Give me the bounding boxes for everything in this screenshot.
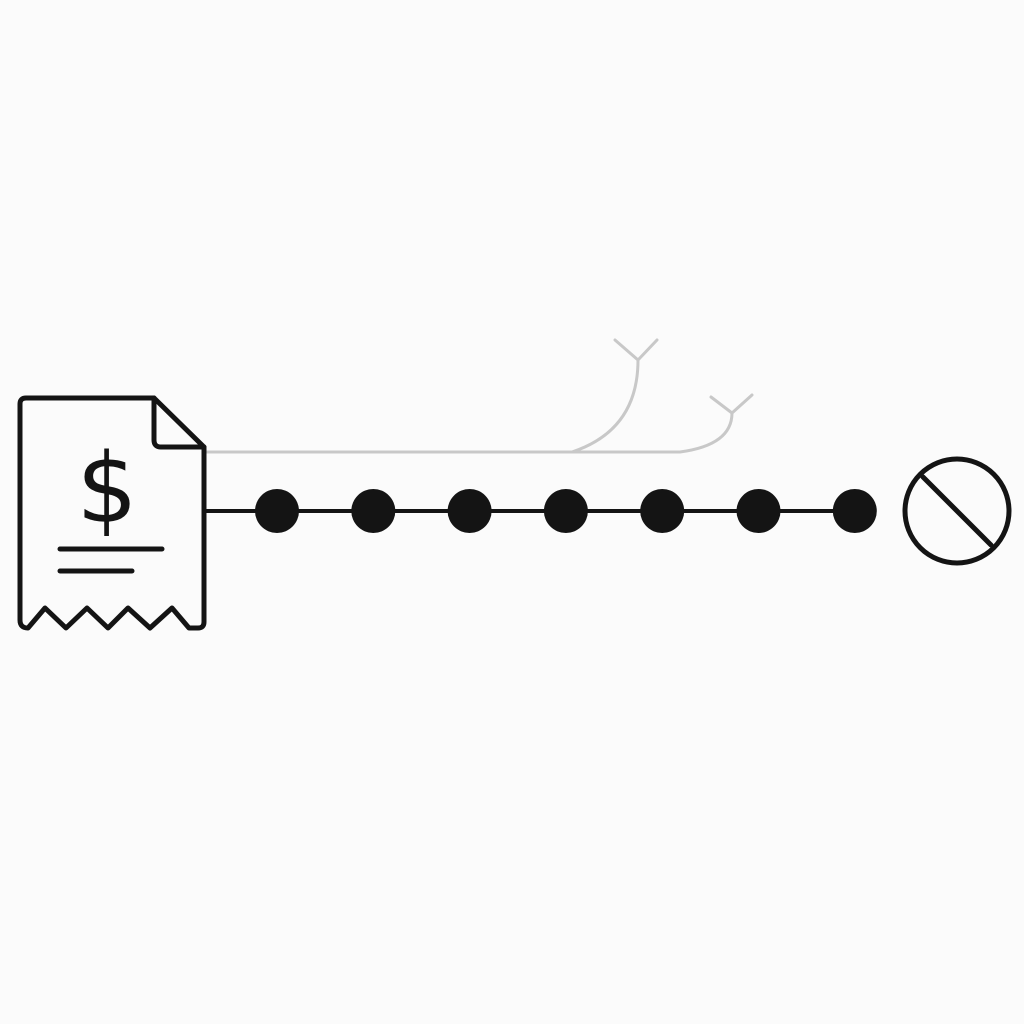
chain-node-5 [640,489,685,533]
branch-line-2 [570,411,734,454]
chain-node-2 [351,489,396,533]
chain-node-1 [255,489,299,533]
dollar-sign: $ [76,433,137,545]
receipt-outline [17,395,207,631]
receipt-dollar-icon: $ [17,395,207,631]
receipt-fold-corner [151,395,207,450]
chain-node-3 [447,489,492,533]
branch-fork-icon-2 [709,393,754,415]
branch-fork-icon-1 [613,338,659,362]
prohibited-slash [920,474,994,548]
chain-node-6 [736,489,781,533]
branch-line-1 [203,358,640,454]
prohibited-ring [902,456,1012,566]
chain-node-7 [832,489,877,533]
chain-nodes [255,489,877,533]
chain-node-4 [543,489,588,533]
faded-branches [203,338,754,454]
prohibited-icon [902,456,1012,566]
